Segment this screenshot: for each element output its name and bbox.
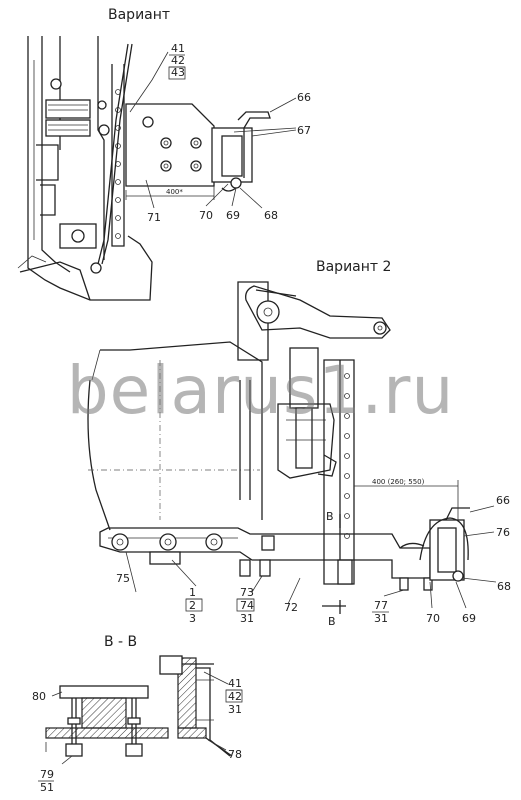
callout-78: 78 [228,748,242,761]
dimension-top: 400* [166,188,183,196]
callout-67: 67 [297,124,311,137]
callout-68-mid: 68 [497,580,511,593]
callout-76: 76 [496,526,510,539]
callout-42-bottom: 42 [228,690,242,703]
section-marker-b-arrow: B [328,615,336,628]
callout-70-top: 70 [199,209,213,222]
callout-70-mid: 70 [426,612,440,625]
plate-holes [344,373,350,539]
callout-51: 51 [40,781,54,794]
callout-41-top: 41 [171,42,185,55]
callout-31-a: 31 [240,612,254,625]
callout-66-top: 66 [297,91,311,104]
section-b-b-view: B - B 80 41 42 31 [32,634,243,794]
callout-72: 72 [284,601,298,614]
variant-2-view: Вариант 2 [87,259,511,628]
section-marker-b: B [326,510,334,523]
callout-75: 75 [116,572,130,585]
watermark: belarus1.ru [66,352,455,429]
callout-71: 71 [147,211,161,224]
callout-79: 79 [40,768,54,781]
title-variant-2: Вариант 2 [316,259,391,275]
callout-80: 80 [32,690,46,703]
top-variant-view: Вариант [17,7,311,301]
callout-68-top: 68 [264,209,278,222]
title-variant: Вариант [108,7,170,23]
callout-1: 1 [189,586,196,599]
callout-69-top: 69 [226,209,240,222]
callout-42-top: 42 [171,54,185,67]
callout-43-top: 43 [171,66,185,79]
callout-73: 73 [240,586,254,599]
callout-41-bottom: 41 [228,677,242,690]
callout-3: 3 [189,612,196,625]
title-section-b-b: B - B [104,634,137,650]
callout-2: 2 [189,599,196,612]
callout-74: 74 [240,599,254,612]
callout-31-b: 31 [374,612,388,625]
dimension-mid: 400 (260; 550) [372,478,425,486]
callout-31-c: 31 [228,703,242,716]
callout-66-mid: 66 [496,494,510,507]
callout-69-mid: 69 [462,612,476,625]
callout-77: 77 [374,599,388,612]
